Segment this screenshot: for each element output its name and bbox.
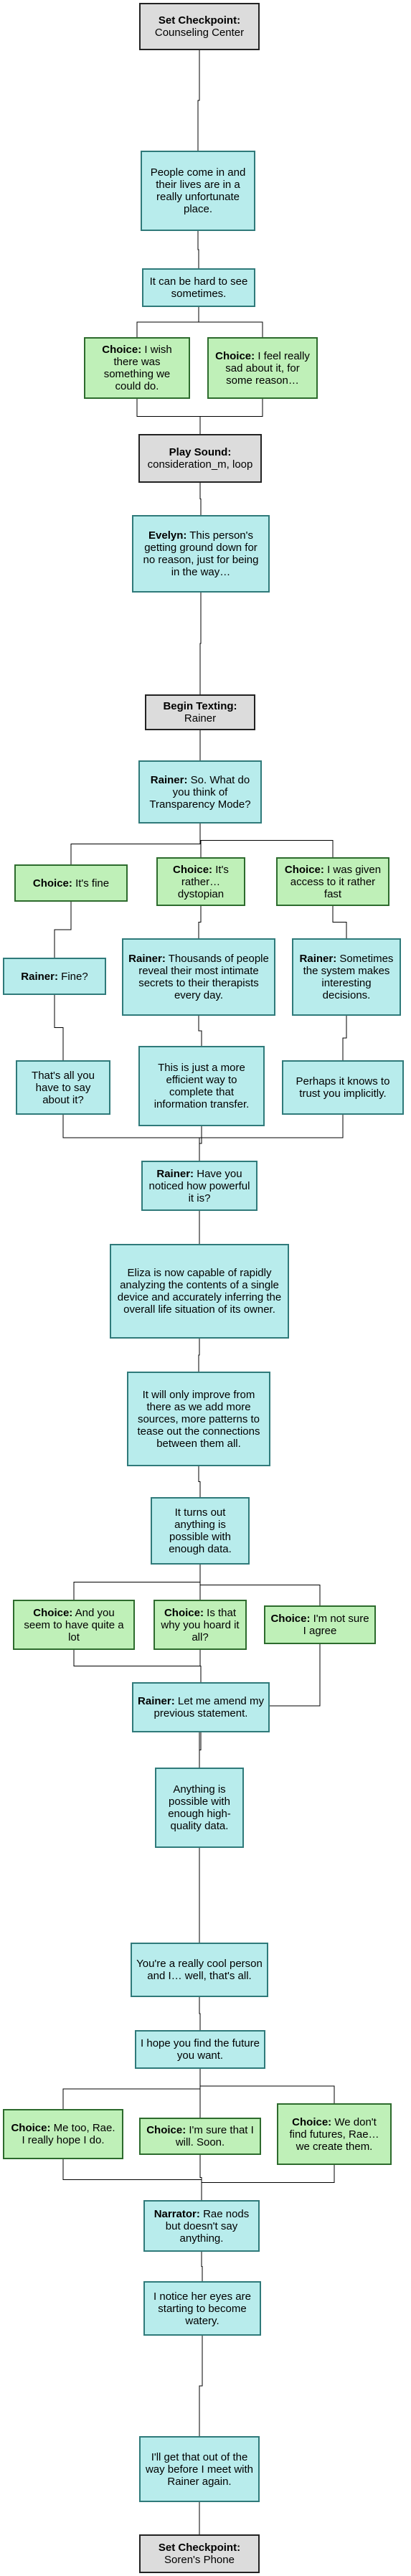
text-node: It will only improve from there as we ad… bbox=[127, 1372, 270, 1466]
text-node: Narrator: Rae nods but doesn't say anyth… bbox=[143, 2200, 260, 2252]
choice-node: Choice: We don't find futures, Rae… we c… bbox=[277, 2103, 392, 2165]
text-node: Rainer: Have you noticed how powerful it… bbox=[141, 1161, 258, 1211]
text-node: Evelyn: This person's getting ground dow… bbox=[132, 515, 270, 593]
edge-connector bbox=[199, 1997, 201, 2030]
text-node: Rainer: Fine? bbox=[3, 958, 106, 995]
edge-connector bbox=[62, 2159, 202, 2200]
text-node: Rainer: Sometimes the system makes inter… bbox=[292, 938, 401, 1016]
choice-node: Choice: I wish there was something we co… bbox=[84, 337, 190, 399]
choice-node: Choice: I'm not sure I agree bbox=[264, 1605, 376, 1644]
edge-connector bbox=[201, 2165, 335, 2200]
edge-connector bbox=[73, 1650, 202, 1682]
text-node: It can be hard to see sometimes. bbox=[142, 268, 255, 307]
edge-connector bbox=[198, 906, 202, 938]
edge-connector bbox=[332, 906, 347, 938]
edge-connector bbox=[199, 2336, 203, 2436]
edge-connector bbox=[199, 2155, 202, 2200]
edge-connector bbox=[199, 1126, 202, 1161]
choice-node: Choice: It's fine bbox=[14, 864, 128, 902]
edge-connector bbox=[198, 1466, 201, 1497]
edge-connector bbox=[199, 824, 334, 857]
text-node: Perhaps it knows to trust you implicitly… bbox=[282, 1060, 404, 1115]
edge-connector bbox=[54, 995, 64, 1060]
edge-connector bbox=[342, 1016, 347, 1060]
edge-connector bbox=[73, 1565, 201, 1600]
choice-node: Choice: It's rather… dystopian bbox=[156, 857, 245, 906]
text-node: You're a really cool person and I… well,… bbox=[131, 1943, 268, 1997]
text-node: I notice her eyes are starting to become… bbox=[143, 2281, 261, 2336]
text-node: Rainer: So. What do you think of Transpa… bbox=[138, 760, 262, 824]
text-node: It turns out anything is possible with e… bbox=[151, 1497, 250, 1565]
text-node: Eliza is now capable of rapidly analyzin… bbox=[110, 1244, 289, 1339]
begin-texting-node: Begin Texting: Rainer bbox=[145, 694, 255, 730]
set-checkpoint-node: Set Checkpoint: Soren's Phone bbox=[139, 2534, 260, 2573]
choice-node: Choice: I'm sure that I will. Soon. bbox=[139, 2118, 261, 2155]
edge-connector bbox=[199, 483, 202, 515]
edge-connector bbox=[199, 593, 202, 694]
edge-connector bbox=[199, 824, 202, 857]
text-node: Rainer: Let me amend my previous stateme… bbox=[132, 1682, 270, 1732]
text-node: Rainer: Thousands of people reveal their… bbox=[122, 938, 275, 1016]
edge-connector bbox=[199, 1650, 202, 1682]
text-node: This is just a more efficient way to com… bbox=[138, 1046, 265, 1126]
choice-node: Choice: Is that why you hoard it all? bbox=[153, 1600, 247, 1650]
choice-node: Choice: Me too, Rae. I really hope I do. bbox=[3, 2109, 123, 2159]
text-node: Anything is possible with enough high-qu… bbox=[155, 1768, 244, 1848]
edge-connector bbox=[136, 399, 201, 434]
choice-node: Choice: And you seem to have quite a lot bbox=[13, 1600, 135, 1650]
set-checkpoint-node: Set Checkpoint: Counseling Center bbox=[139, 3, 260, 50]
choice-node: Choice: I was given access to it rather … bbox=[276, 857, 389, 906]
edge-connector bbox=[199, 2069, 335, 2103]
edge-connector bbox=[62, 2069, 201, 2109]
edge-connector bbox=[198, 1016, 202, 1046]
text-node: That's all you have to say about it? bbox=[16, 1060, 110, 1115]
edge-connector bbox=[197, 50, 200, 151]
text-node: I hope you find the future you want. bbox=[135, 2030, 265, 2069]
edge-connector bbox=[136, 307, 199, 337]
text-node: I'll get that out of the way before I me… bbox=[139, 2436, 260, 2502]
text-node: People come in and their lives are in a … bbox=[141, 151, 255, 231]
edge-connector bbox=[54, 902, 72, 958]
edge-connector bbox=[198, 307, 263, 337]
edge-connector bbox=[199, 399, 263, 434]
choice-node: Choice: I feel really sad about it, for … bbox=[207, 337, 318, 399]
edge-connector bbox=[199, 1732, 202, 1768]
play-sound-node: Play Sound: consideration_m, loop bbox=[138, 434, 262, 483]
edge-connector bbox=[197, 231, 199, 268]
